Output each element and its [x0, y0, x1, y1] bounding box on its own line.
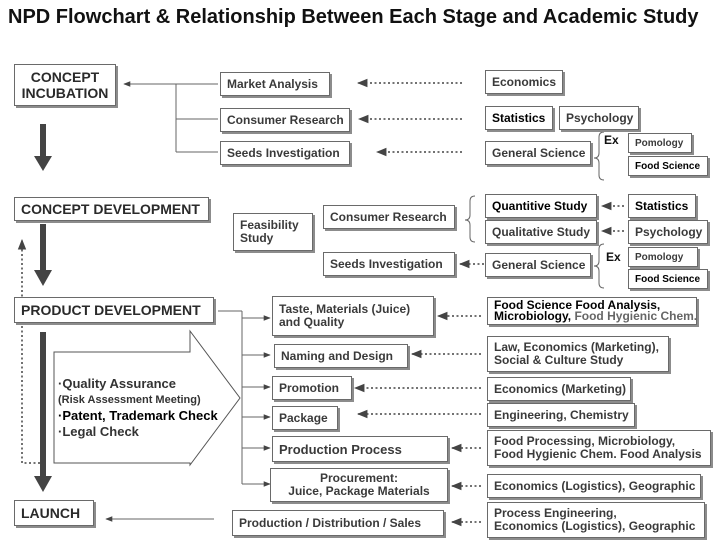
- dev-statistics-box: Statistics: [628, 194, 696, 218]
- stage-concept-development-label: CONCEPT DEVELOPMENT: [21, 201, 200, 217]
- food-science-box: Food Science: [628, 156, 708, 176]
- naming-design-label: Naming and Design: [281, 349, 394, 363]
- stage-launch: LAUNCH: [14, 500, 94, 526]
- psychology-box: Psychology: [559, 106, 639, 130]
- example-label: Ex: [604, 133, 619, 147]
- dev-pomology-box: Pomology: [628, 247, 698, 267]
- naming-academic-line2: Social & Culture Study: [494, 353, 624, 367]
- general-science-label: General Science: [492, 146, 586, 160]
- production-process-label: Production Process: [279, 441, 402, 457]
- package-academic-label: Engineering, Chemistry: [494, 408, 629, 422]
- taste-academic-box: Food Science Food Analysis, Microbiology…: [487, 297, 697, 325]
- feasibility-label-line2: Study: [240, 231, 274, 245]
- economics-box: Economics: [485, 70, 563, 94]
- taste-academic-line1: Food Science Food Analysis,: [494, 298, 661, 312]
- distribution-academic-box: Process Engineering, Economics (Logistic…: [487, 502, 705, 538]
- patent-trademark-label: ·Patent, Trademark Check: [58, 408, 218, 423]
- production-process-box: Production Process: [272, 436, 448, 462]
- production-academic-line2: Food Hygienic Chem. Food Analysis: [494, 447, 702, 461]
- economics-label: Economics: [492, 75, 557, 89]
- naming-design-box: Naming and Design: [274, 344, 408, 368]
- promotion-label: Promotion: [279, 381, 339, 395]
- promotion-box: Promotion: [272, 376, 352, 400]
- production-academic-line1: Food Processing, Microbiology,: [494, 434, 676, 448]
- checks-list: ·Quality Assurance (Risk Assessment Meet…: [58, 376, 218, 440]
- feasibility-study-box: Feasibility Study: [233, 213, 313, 251]
- qualitative-study-box: Qualitative Study: [485, 220, 597, 244]
- promotion-academic-box: Economics (Marketing): [487, 377, 631, 401]
- consumer-research-box: Consumer Research: [220, 108, 350, 132]
- food-science-label: Food Science: [635, 160, 701, 172]
- feasibility-label-line1: Feasibility: [240, 218, 299, 232]
- dev-seeds-investigation-label: Seeds Investigation: [330, 257, 443, 271]
- page-title: NPD Flowchart & Relationship Between Eac…: [8, 6, 699, 28]
- package-label: Package: [279, 411, 328, 425]
- dev-food-science-box: Food Science: [628, 269, 708, 289]
- dev-consumer-research-label: Consumer Research: [330, 210, 447, 224]
- dev-consumer-research-box: Consumer Research: [323, 205, 455, 229]
- seeds-investigation-label: Seeds Investigation: [227, 146, 340, 160]
- dev-pomology-label: Pomology: [635, 251, 684, 263]
- consumer-research-label: Consumer Research: [227, 113, 344, 127]
- package-box: Package: [272, 406, 338, 430]
- pomology-box: Pomology: [628, 133, 692, 153]
- dev-example-label: Ex: [606, 250, 621, 264]
- qualitative-study-label: Qualitative Study: [492, 225, 591, 239]
- taste-academic-line2a: Microbiology,: [494, 309, 572, 323]
- dev-seeds-investigation-box: Seeds Investigation: [323, 252, 455, 276]
- taste-academic-line2b: Food Hygienic Chem.: [571, 309, 698, 323]
- production-distribution-sales-label: Production / Distribution / Sales: [239, 516, 422, 530]
- taste-materials-line2: and Quality: [279, 315, 345, 329]
- statistics-box: Statistics: [485, 106, 553, 130]
- production-distribution-sales-box: Production / Distribution / Sales: [232, 510, 444, 536]
- package-academic-box: Engineering, Chemistry: [487, 403, 635, 427]
- dev-psychology-label: Psychology: [635, 225, 703, 239]
- stage-product-development-label: PRODUCT DEVELOPMENT: [21, 302, 201, 318]
- psychology-label: Psychology: [566, 111, 634, 125]
- taste-materials-line1: Taste, Materials (Juice): [279, 302, 411, 316]
- procurement-box: Procurement: Juice, Package Materials: [270, 468, 448, 502]
- quantitive-study-box: Quantitive Study: [485, 194, 597, 218]
- stage-product-development: PRODUCT DEVELOPMENT: [14, 297, 214, 323]
- procurement-academic-box: Economics (Logistics), Geographic: [487, 474, 701, 498]
- dev-psychology-box: Psychology: [628, 220, 708, 244]
- naming-academic-line1: Law, Economics (Marketing),: [494, 340, 659, 354]
- procurement-line2: Juice, Package Materials: [288, 484, 430, 498]
- taste-academic-line2: Microbiology, Food Hygienic Chem.: [494, 309, 698, 323]
- general-science-box: General Science: [485, 141, 591, 165]
- market-analysis-label: Market Analysis: [227, 77, 318, 91]
- stage-launch-label: LAUNCH: [21, 505, 81, 521]
- market-analysis-box: Market Analysis: [220, 72, 330, 96]
- seeds-investigation-box: Seeds Investigation: [220, 141, 350, 165]
- risk-assessment-label: (Risk Assessment Meeting): [58, 394, 201, 406]
- stage-concept-incubation-label: CONCEPT INCUBATION: [21, 69, 109, 101]
- naming-academic-box: Law, Economics (Marketing), Social & Cul…: [487, 336, 669, 372]
- dev-statistics-label: Statistics: [635, 199, 689, 213]
- dev-general-science-label: General Science: [492, 258, 586, 272]
- distribution-academic-line2: Economics (Logistics), Geographic: [494, 519, 696, 533]
- distribution-academic-line1: Process Engineering,: [494, 506, 617, 520]
- statistics-label: Statistics: [492, 111, 546, 125]
- dev-food-science-label: Food Science: [635, 273, 701, 285]
- promotion-academic-label: Economics (Marketing): [494, 382, 627, 396]
- quality-assurance-label: ·Quality Assurance: [58, 376, 177, 391]
- quantitive-study-label: Quantitive Study: [492, 199, 588, 213]
- stage-concept-incubation: CONCEPT INCUBATION: [14, 64, 116, 106]
- taste-materials-box: Taste, Materials (Juice) and Quality: [272, 296, 434, 336]
- procurement-academic-label: Economics (Logistics), Geographic: [494, 479, 696, 493]
- procurement-line1: Procurement:: [319, 471, 399, 485]
- dev-general-science-box: General Science: [485, 253, 591, 277]
- production-academic-box: Food Processing, Microbiology, Food Hygi…: [487, 430, 711, 466]
- legal-check-label: ·Legal Check: [58, 424, 139, 439]
- stage-concept-development: CONCEPT DEVELOPMENT: [14, 197, 209, 221]
- pomology-label: Pomology: [635, 137, 684, 149]
